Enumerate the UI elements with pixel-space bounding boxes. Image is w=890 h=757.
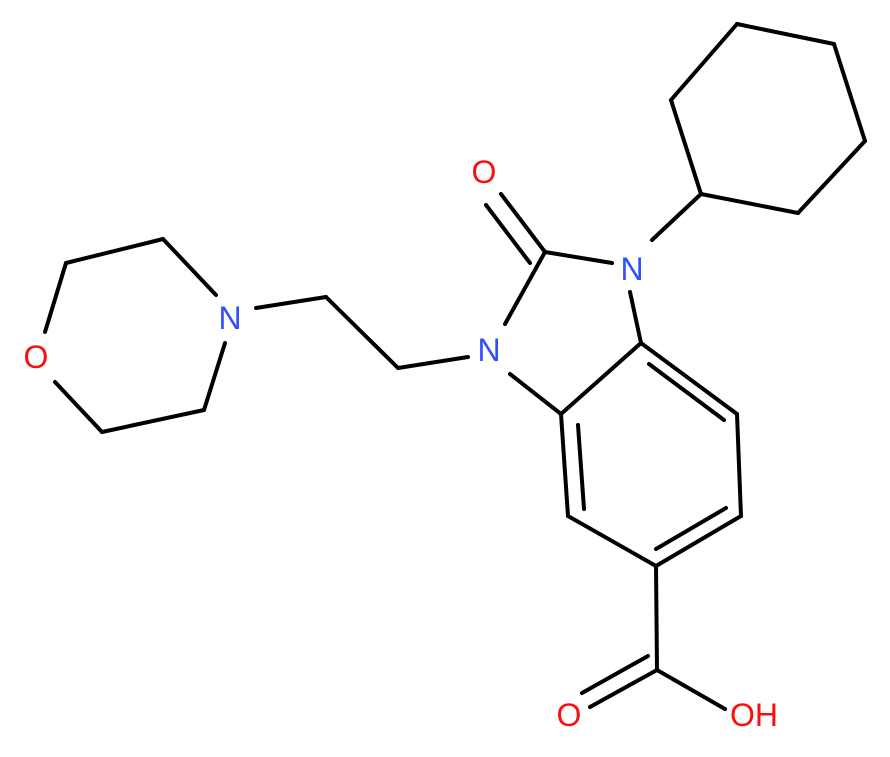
benzo-bond-5-inner (576, 423, 586, 511)
atom-label-morpholine-nitrogen: N (218, 300, 241, 336)
morpholine-bond-5 (100, 408, 206, 434)
cyclohexyl-bond-3 (796, 139, 867, 215)
ch2-ch2-bond (324, 295, 400, 370)
c3a-c7a-bond (559, 341, 643, 416)
acid-c-bond (654, 564, 659, 672)
benzo-bond-3 (654, 514, 743, 568)
benzo-bond-3-inner (654, 506, 728, 551)
carbonyl-bond-b (484, 203, 532, 265)
benzo-bond-4 (566, 514, 658, 568)
atom-label-acid-hydroxyl: OH (730, 697, 778, 733)
acid-double-bond-a (588, 668, 659, 709)
acid-oh-bond (655, 668, 727, 711)
atom-label-acid-carbonyl-oxygen: O (557, 697, 582, 733)
n3-ch2-bond (396, 355, 470, 370)
atom-label-morpholine-oxygen: O (24, 339, 49, 375)
c2-n3-bond (503, 250, 547, 326)
benzo-bond-1 (639, 341, 739, 416)
atom-labels: O N N N O O OH (24, 154, 778, 733)
atom-label-carbonyl-oxygen: O (472, 154, 497, 190)
cyclohexyl-bond-1 (735, 22, 836, 46)
carbonyl-bond-a (499, 192, 547, 254)
n3-c3a-bond (508, 372, 563, 416)
atom-label-ring-nitrogen-1: N (620, 251, 643, 287)
cyclohexyl-bond-6 (669, 22, 739, 102)
cyclohexyl-bond-4 (699, 192, 800, 215)
acid-double-bond-b (580, 654, 650, 695)
c7a-n1-bond (628, 290, 643, 345)
morpholine-bond-1 (161, 237, 218, 297)
morpholine-bond-6 (202, 341, 227, 412)
bonds (43, 22, 867, 711)
morpholine-bond-3 (43, 261, 68, 334)
n1-cyclohexyl-bond (650, 192, 703, 242)
cyclohexyl-bond-5 (669, 98, 703, 196)
benzo-bond-1-inner (647, 362, 726, 422)
benzo-bond-5 (559, 412, 570, 518)
cyclohexyl-bond-2 (832, 42, 867, 143)
ch2-n-morpholine-bond (254, 295, 328, 310)
n1-c2-bond (543, 250, 614, 265)
atom-label-ring-nitrogen-3: N (477, 332, 500, 368)
morpholine-bond-2 (64, 237, 165, 265)
morpholine-bond-4 (53, 380, 104, 434)
benzo-bond-2 (735, 412, 743, 518)
